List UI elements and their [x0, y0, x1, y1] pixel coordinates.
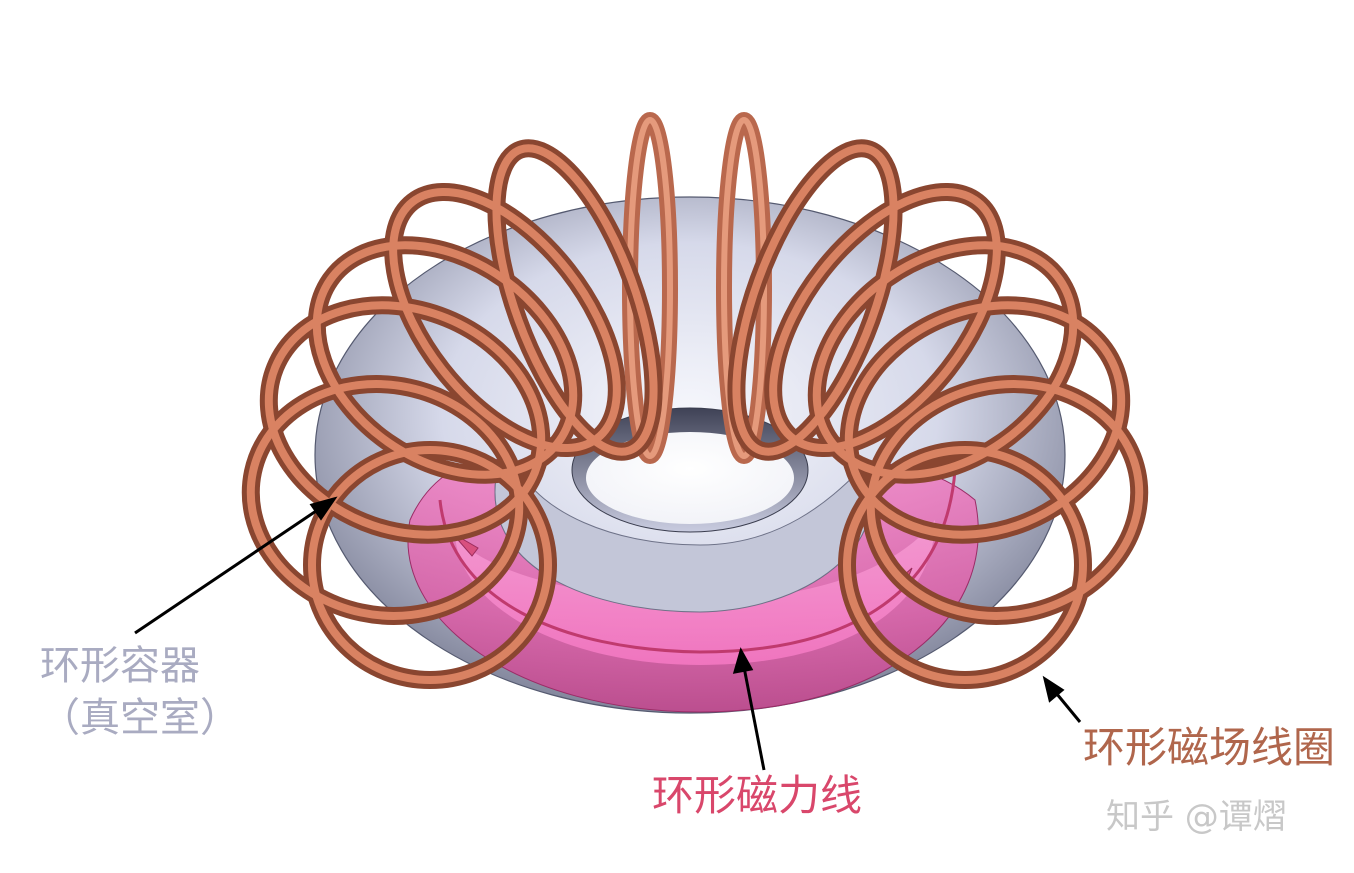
vacuum-vessel-sublabel: （真空室） [40, 695, 240, 741]
toroidal-field-coils [241, 112, 1149, 689]
watermark: 知乎 @谭熠 [1106, 797, 1287, 837]
magnetic-field-line-label: 环形磁力线 [652, 771, 863, 820]
vessel-arrow [134, 503, 326, 635]
field-coil-label: 环形磁场线圈 [1083, 723, 1336, 772]
field-line-arrow [741, 661, 766, 771]
pointer-arrows [134, 496, 1082, 771]
vacuum-vessel-label: 环形容器 [40, 643, 200, 689]
